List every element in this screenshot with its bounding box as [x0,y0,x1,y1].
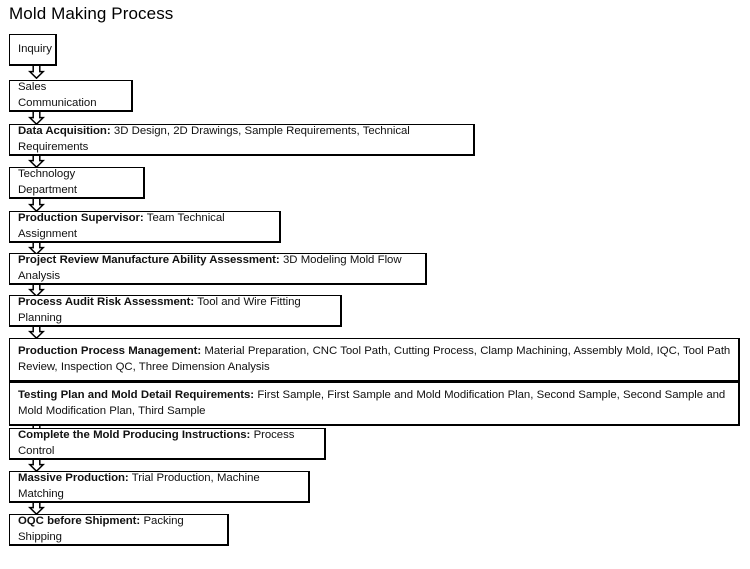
flow-node-lead: Complete the Mold Producing Instructions… [18,429,251,441]
page-title: Mold Making Process [9,4,174,23]
down-block-arrow-icon [28,110,45,125]
flow-node-lead: Data Acquisition: [18,125,111,137]
flow-node-label: Sales Communication [18,80,124,111]
flow-node-label: Process Audit Risk Assessment: Tool and … [18,295,333,326]
flow-node-lead: Massive Production: [18,472,129,484]
flow-node-lead: Project Review Manufacture Ability Asses… [18,254,280,266]
flow-node-label: Complete the Mold Producing Instructions… [18,428,317,459]
flow-node-sales-communication[interactable]: Sales Communication [9,80,133,112]
flow-node-lead: Production Process Management: [18,345,202,357]
flow-node-label: Production Supervisor: Team Technical As… [18,211,272,242]
flow-node-text: Packing Shipping [18,515,184,543]
flow-node-inquiry[interactable]: Inquiry [9,34,57,66]
flow-node-lead: OQC before Shipment: [18,515,141,527]
flow-node-label: Data Acquisition: 3D Design, 2D Drawings… [18,124,466,155]
flow-node-text: Tool and Wire Fitting Planning [18,296,301,324]
flow-node-testing-plan[interactable]: Testing Plan and Mold Detail Requirement… [9,382,740,426]
flow-node-production-supervisor[interactable]: Production Supervisor: Team Technical As… [9,211,281,243]
flow-node-technology-department[interactable]: Technology Department [9,167,145,199]
flow-node-text: 3D Modeling Mold Flow Analysis [18,254,402,282]
flow-node-project-review[interactable]: Project Review Manufacture Ability Asses… [9,253,427,285]
flow-node-text: First Sample, First Sample and Mold Modi… [18,389,726,417]
flow-node-lead: Testing Plan and Mold Detail Requirement… [18,389,255,401]
flow-node-data-acquisition[interactable]: Data Acquisition: 3D Design, 2D Drawings… [9,124,475,156]
flow-node-text: Technology Department [18,168,78,196]
flow-node-oqc-before-shipment[interactable]: OQC before Shipment: Packing Shipping [9,514,229,546]
flow-node-label: Production Process Management: Material … [18,344,731,375]
flow-node-lead: Production Supervisor: [18,212,144,224]
flow-node-complete-mold-instructions[interactable]: Complete the Mold Producing Instructions… [9,428,326,460]
flow-node-text: Process Control [18,429,295,457]
flow-node-massive-production[interactable]: Massive Production: Trial Production, Ma… [9,471,310,503]
flow-node-lead: Process Audit Risk Assessment: [18,296,195,308]
flow-node-text: Inquiry [18,42,52,55]
down-block-arrow-icon [28,64,45,79]
flow-node-text: 3D Design, 2D Drawings, Sample Requireme… [18,125,410,153]
flow-node-process-audit[interactable]: Process Audit Risk Assessment: Tool and … [9,295,342,327]
flow-node-label: Technology Department [18,167,136,198]
flow-node-text: Team Technical Assignment [18,212,225,240]
flow-node-label: Massive Production: Trial Production, Ma… [18,471,301,502]
flow-node-text: Trial Production, Machine Matching [18,472,260,500]
flow-node-label: Project Review Manufacture Ability Asses… [18,253,418,284]
flow-node-label: OQC before Shipment: Packing Shipping [18,514,220,545]
flow-node-production-process-management[interactable]: Production Process Management: Material … [9,338,740,382]
flow-node-label: Inquiry [18,42,52,58]
flow-node-label: Testing Plan and Mold Detail Requirement… [18,388,731,419]
down-block-arrow-icon [28,197,45,212]
flow-node-text: Sales Communication [18,81,97,109]
flow-node-text: Material Preparation, CNC Tool Path, Cut… [18,345,731,373]
